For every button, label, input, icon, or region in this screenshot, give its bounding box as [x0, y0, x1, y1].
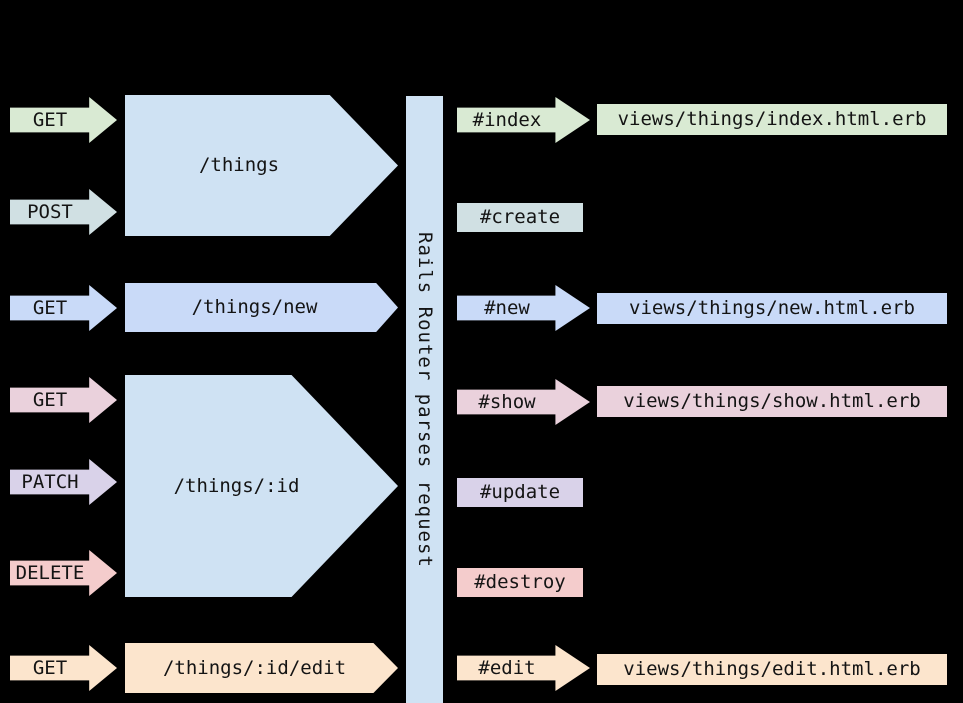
view-file-box-new: views/things/new.html.erb [597, 293, 947, 324]
route-path-arrow-things: /things [125, 95, 398, 236]
route-path-arrow-things-id: /things/:id [125, 375, 398, 597]
action-box-create: #create [457, 203, 583, 232]
http-method-arrow-get-new: GET [10, 285, 117, 331]
route-path-arrow-things-id-edit: /things/:id/edit [125, 643, 398, 693]
http-method-arrow-delete-destroy: DELETE [10, 550, 117, 596]
view-file-box-show: views/things/show.html.erb [597, 386, 947, 417]
http-method-arrow-patch-update: PATCH [10, 459, 117, 505]
http-method-arrow-get-index: GET [10, 97, 117, 143]
action-box-update: #update [457, 478, 583, 507]
view-file-box-index: views/things/index.html.erb [597, 104, 947, 135]
route-path-arrow-things-new: /things/new [125, 283, 398, 332]
view-file-box-edit: views/things/edit.html.erb [597, 654, 947, 685]
action-arrow-new: #new [457, 285, 590, 331]
action-arrow-show: #show [457, 379, 590, 425]
http-method-arrow-post-create: POST [10, 189, 117, 235]
http-method-arrow-get-show: GET [10, 377, 117, 423]
action-arrow-index: #index [457, 97, 590, 143]
rails-router-bar: Rails Router parses request [406, 96, 443, 703]
action-arrow-edit: #edit [457, 645, 590, 691]
http-method-arrow-get-edit: GET [10, 645, 117, 691]
action-box-destroy: #destroy [457, 568, 583, 597]
